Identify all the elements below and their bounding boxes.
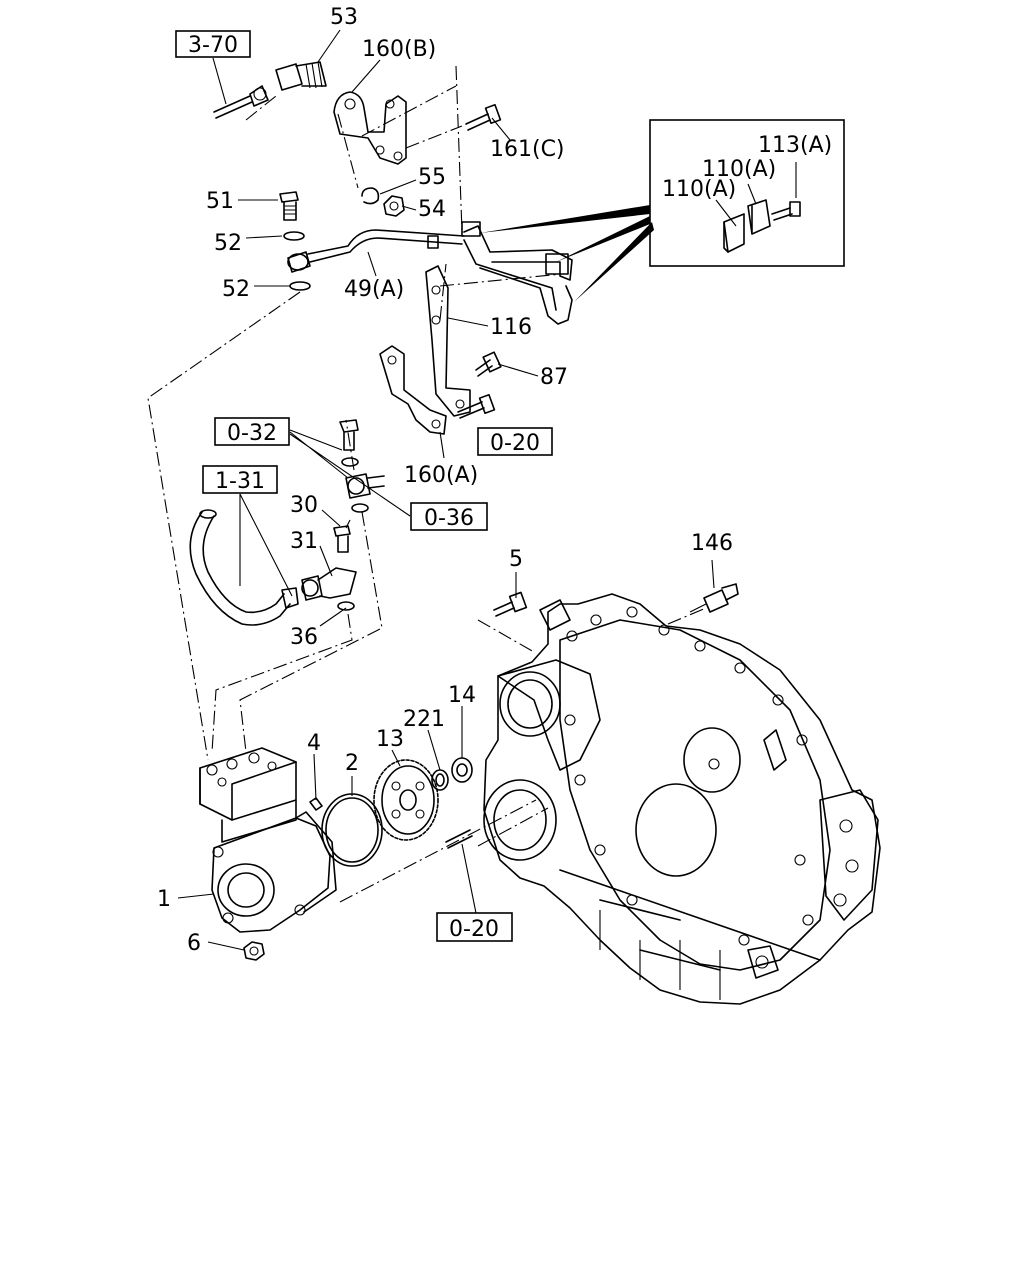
label-2[interactable]: 2: [345, 751, 359, 776]
label-110a-top[interactable]: 110(A): [702, 157, 776, 182]
part-13-gear: [373, 759, 439, 841]
ref-box-0-36[interactable]: 0-36: [410, 502, 488, 531]
label-14[interactable]: 14: [448, 683, 476, 708]
label-87[interactable]: 87: [540, 365, 568, 390]
part-1-air-compressor: [199, 747, 337, 933]
ref-label-0-36: 0-36: [424, 506, 474, 531]
part-116-bracket: [425, 265, 471, 417]
ref-box-0-20-lower[interactable]: 0-20: [436, 912, 513, 942]
ref-label-3-70: 3-70: [188, 33, 238, 58]
label-54[interactable]: 54: [418, 197, 446, 222]
label-36[interactable]: 36: [290, 625, 318, 650]
part-49a-pipe: [287, 221, 573, 325]
part-flywheel-housing: [483, 593, 881, 1005]
part-1-31-hose: [189, 509, 299, 626]
part-51-eyebolt: [279, 191, 299, 221]
label-30[interactable]: 30: [290, 493, 318, 518]
label-160b[interactable]: 160(B): [362, 37, 436, 62]
assembly-lines: [147, 65, 707, 903]
part-160b-bracket: [333, 91, 407, 165]
part-2-o-ring: [321, 793, 383, 867]
ref-box-3-70[interactable]: 3-70: [175, 30, 251, 58]
label-51[interactable]: 51: [206, 189, 234, 214]
part-160a-bracket: [379, 345, 496, 435]
label-146[interactable]: 146: [691, 531, 733, 556]
ref-label-0-20-upper: 0-20: [490, 431, 540, 456]
ref-box-1-31[interactable]: 1-31: [202, 465, 278, 494]
label-161c[interactable]: 161(C): [490, 137, 565, 162]
label-113a[interactable]: 113(A): [758, 133, 832, 158]
label-55[interactable]: 55: [418, 165, 446, 190]
leader-lines: [177, 29, 715, 951]
label-1[interactable]: 1: [157, 887, 171, 912]
label-52-lower[interactable]: 52: [222, 277, 250, 302]
label-6[interactable]: 6: [187, 931, 201, 956]
part-0-32-fittings: [339, 419, 385, 513]
ref-box-0-20-upper[interactable]: 0-20: [477, 427, 553, 456]
ref-label-0-32: 0-32: [227, 421, 277, 446]
part-53-union: [213, 61, 327, 119]
part-161c-bolt: [465, 103, 502, 131]
part-6-nut: [243, 941, 265, 961]
label-116[interactable]: 116: [490, 315, 532, 340]
part-labels: 53 160(B) 161(C) 55 54 51 52 52 49(A) 11…: [157, 5, 832, 956]
label-53[interactable]: 53: [330, 5, 358, 30]
part-30-31-36-fittings: [301, 525, 357, 611]
label-31[interactable]: 31: [290, 529, 318, 554]
ref-box-0-32[interactable]: 0-32: [214, 417, 290, 446]
label-49a[interactable]: 49(A): [344, 277, 404, 302]
label-5[interactable]: 5: [509, 547, 523, 572]
part-87-bolt: [475, 351, 502, 377]
ref-label-1-31: 1-31: [215, 469, 265, 494]
label-160a[interactable]: 160(A): [404, 463, 478, 488]
part-146-sensor: [689, 583, 739, 613]
label-221[interactable]: 221: [403, 707, 445, 732]
label-110a-bottom[interactable]: 110(A): [662, 177, 736, 202]
detail-inset: [480, 119, 845, 302]
part-14-bearing: [451, 757, 473, 783]
part-5-bolt: [493, 591, 528, 617]
label-13[interactable]: 13: [376, 727, 404, 752]
part-4-key: [309, 797, 323, 811]
part-55-54-washer-nut: [361, 187, 405, 217]
label-52-upper[interactable]: 52: [214, 231, 242, 256]
label-4[interactable]: 4: [307, 731, 321, 756]
part-0-20-stud: [445, 829, 473, 849]
ref-label-0-20-lower: 0-20: [449, 917, 499, 942]
